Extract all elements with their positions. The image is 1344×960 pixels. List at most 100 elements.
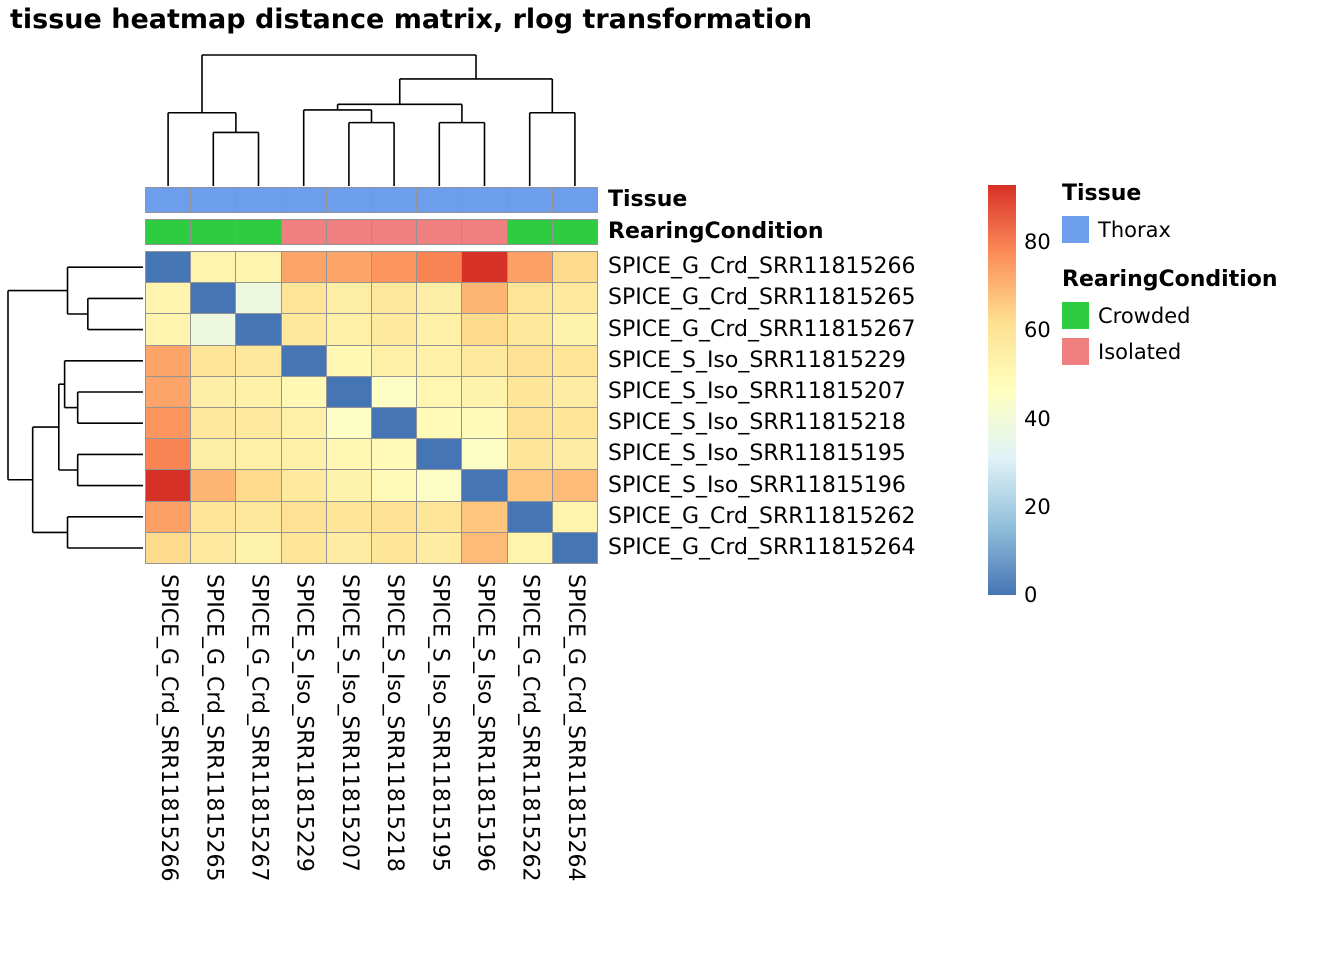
rearing-annotation-cell: [417, 220, 462, 244]
heatmap-cell: [372, 283, 417, 314]
heatmap-cell: [146, 501, 191, 532]
heatmap-cell: [507, 408, 552, 439]
heatmap-cell: [507, 532, 552, 563]
heatmap-cell: [417, 283, 462, 314]
tissue-annotation-cell: [372, 188, 417, 212]
heatmap-grid: [145, 251, 598, 564]
heatmap-cell: [191, 252, 236, 283]
heatmap-cell: [417, 501, 462, 532]
heatmap-cell: [372, 408, 417, 439]
heatmap-cell: [281, 470, 326, 501]
heatmap-cell: [191, 345, 236, 376]
heatmap-cell: [372, 345, 417, 376]
tissue-annotation-cell: [552, 188, 597, 212]
rearing-annotation-cell: [507, 220, 552, 244]
heatmap-cell: [236, 283, 281, 314]
heatmap-cell: [507, 439, 552, 470]
heatmap-cell: [281, 283, 326, 314]
column-label: SPICE_G_Crd_SRR11815266: [156, 574, 182, 882]
rearing-annotation-cell: [552, 220, 597, 244]
heatmap-cell: [507, 345, 552, 376]
heatmap-cell: [191, 501, 236, 532]
heatmap-cell: [236, 408, 281, 439]
heatmap-cell: [462, 283, 507, 314]
heatmap-cell: [507, 252, 552, 283]
heatmap-cell: [462, 532, 507, 563]
legend-item-isolated: Isolated: [1062, 338, 1332, 365]
heatmap-cell: [236, 532, 281, 563]
heatmap-cell: [372, 314, 417, 345]
row-label: SPICE_S_Iso_SRR11815207: [608, 379, 906, 404]
heatmap-cell: [552, 345, 597, 376]
column-label: SPICE_S_Iso_SRR11815229: [291, 574, 317, 872]
heatmap-cell: [507, 376, 552, 407]
heatmap-cell: [552, 501, 597, 532]
heatmap-cell: [281, 408, 326, 439]
heatmap-cell: [372, 470, 417, 501]
tissue-annotation-cell: [507, 188, 552, 212]
rearing-annotation-cell: [191, 220, 236, 244]
heatmap-cell: [372, 501, 417, 532]
heatmap-cell: [507, 314, 552, 345]
heatmap-cell: [146, 314, 191, 345]
rearing-annotation-cell: [462, 220, 507, 244]
row-label: SPICE_S_Iso_SRR11815195: [608, 441, 906, 467]
row-label: SPICE_G_Crd_SRR11815267: [608, 316, 916, 342]
legend-tissue-title: Tissue: [1062, 181, 1142, 206]
legend-swatch: [1062, 216, 1089, 243]
tissue-bar-label: Tissue: [608, 187, 688, 212]
heatmap-cell: [326, 532, 371, 563]
heatmap-cell: [281, 252, 326, 283]
row-label: SPICE_S_Iso_SRR11815218: [608, 410, 906, 436]
heatmap-cell: [191, 470, 236, 501]
legend-rearing-title: RearingCondition: [1062, 267, 1278, 292]
heatmap-cell: [326, 376, 371, 407]
legend-tissue-items: Thorax: [1062, 216, 1332, 243]
heatmap-cell: [146, 439, 191, 470]
heatmap-cell: [507, 283, 552, 314]
legend-item-label: Isolated: [1098, 339, 1182, 364]
heatmap-cell: [326, 283, 371, 314]
heatmap-cell: [326, 345, 371, 376]
heatmap-cell: [236, 345, 281, 376]
rearing-bar-label: RearingCondition: [608, 219, 824, 244]
heatmap-cell: [236, 314, 281, 345]
row-label: SPICE_G_Crd_SRR11815265: [608, 285, 916, 311]
heatmap-cell: [417, 252, 462, 283]
tissue-annotation-cell: [236, 188, 281, 212]
heatmap-cell: [417, 345, 462, 376]
column-label: SPICE_S_Iso_SRR11815207: [336, 574, 362, 872]
heatmap-cell: [281, 439, 326, 470]
rearing-annotation-cell: [326, 220, 371, 244]
heatmap-cell: [417, 532, 462, 563]
heatmap-cell: [236, 252, 281, 283]
heatmap-cell: [417, 439, 462, 470]
column-label: SPICE_S_Iso_SRR11815196: [472, 574, 498, 872]
heatmap-cell: [552, 314, 597, 345]
heatmap-cell: [191, 376, 236, 407]
heatmap-cell: [372, 376, 417, 407]
heatmap-cell: [236, 470, 281, 501]
row-label: SPICE_S_Iso_SRR11815229: [608, 347, 906, 373]
colorbar-gradient: [988, 185, 1016, 595]
tissue-annotation-cell: [281, 188, 326, 212]
heatmap-cell: [326, 501, 371, 532]
heatmap-cell: [552, 439, 597, 470]
colorbar-tick-label: 60: [1024, 318, 1051, 343]
heatmap-cell: [462, 408, 507, 439]
heatmap-cell: [462, 314, 507, 345]
heatmap-cell: [236, 501, 281, 532]
row-label: SPICE_G_Crd_SRR11815264: [608, 535, 916, 560]
row-label: SPICE_G_Crd_SRR11815266: [608, 254, 916, 280]
heatmap-cell: [146, 408, 191, 439]
heatmap-cell: [552, 376, 597, 407]
heatmap-cell: [146, 470, 191, 501]
heatmap-cell: [462, 252, 507, 283]
heatmap-cell: [146, 283, 191, 314]
column-label: SPICE_G_Crd_SRR11815264: [562, 574, 588, 882]
legend-swatch: [1062, 338, 1089, 365]
heatmap-cell: [507, 501, 552, 532]
